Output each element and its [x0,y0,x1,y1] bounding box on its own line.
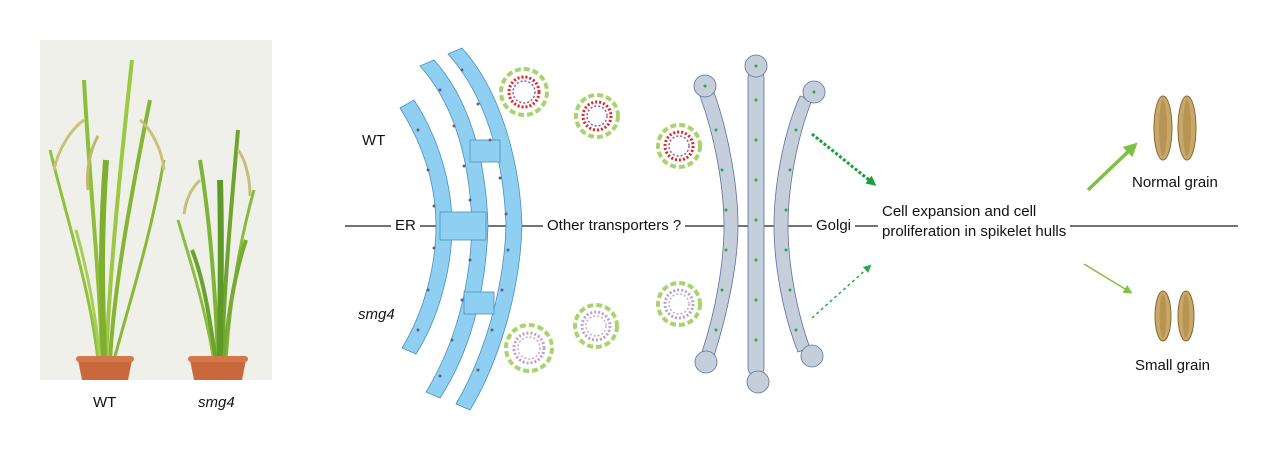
vesicle-smg4-3 [656,281,702,327]
normal-grain-label: Normal grain [1132,174,1218,191]
vesicle-wt-2 [574,93,620,139]
golgi-label: Golgi [812,217,856,235]
vesicle-smg4-2 [573,303,619,349]
golgi-dots [703,64,816,342]
wt-strong-arrow [811,132,877,186]
er-label: ER [391,217,420,235]
vesicle-smg4-1 [504,323,554,373]
normal-grains [1153,95,1197,161]
er-dots [416,68,510,378]
small-grain-arrow [1083,263,1133,294]
vesicle-wt-1 [499,67,549,117]
row-wt-label: WT [362,132,386,149]
outcome-line-1: Cell expansion and cell [882,203,1037,220]
photo-wt-label: WT [93,394,117,411]
smg4-plant [176,129,256,380]
photo-smg4-label: smg4 [198,394,235,411]
normal-grain-arrow [1086,142,1138,192]
small-grains [1154,290,1195,342]
small-grain-label: Small grain [1135,357,1211,374]
plant-photo [40,40,272,380]
vesicle-wt-3 [656,123,702,169]
golgi-structure [693,54,826,394]
transporters-label: Other transporters ? [543,217,686,235]
outcome-line-2: proliferation in spikelet hulls [882,223,1067,240]
er-structure [399,47,523,411]
wt-plant [48,59,166,380]
row-smg4-label: smg4 [358,306,395,323]
plant-illustration [48,59,256,380]
outcome-text: Cell expansion and cell proliferation in… [878,202,1071,242]
smg4-weak-arrow [811,264,872,319]
